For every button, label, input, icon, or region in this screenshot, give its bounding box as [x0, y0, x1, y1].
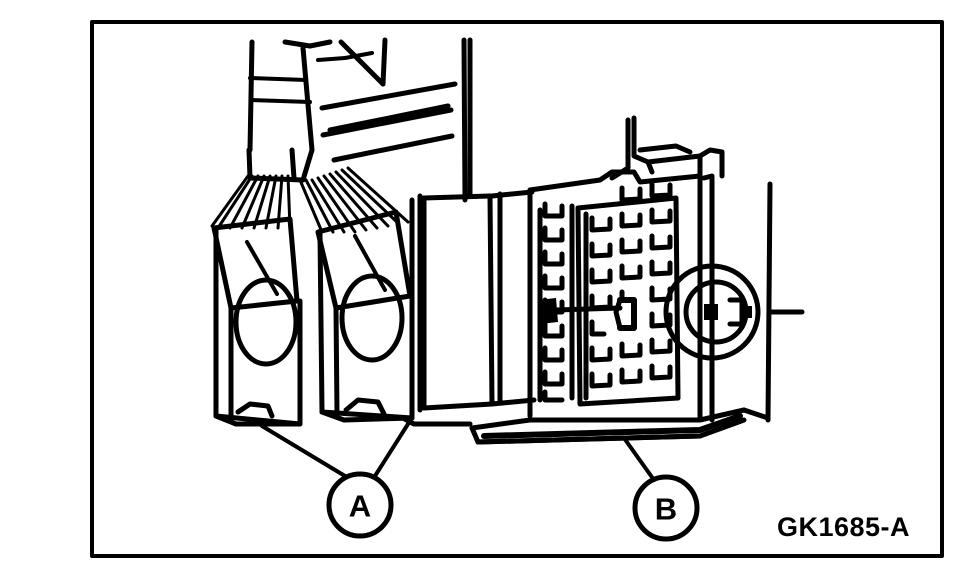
callout-a-circle: [326, 471, 394, 539]
cavity-grid-main: [575, 181, 681, 407]
leader-b-1: [622, 436, 656, 482]
junction-block-housing-left: [400, 189, 537, 427]
latch-window-right: [339, 273, 405, 363]
harness-routing-lines: [246, 37, 473, 203]
leader-a-1: [260, 424, 347, 478]
junction-block-shell: [469, 169, 747, 445]
right-edge-lines: [741, 181, 805, 423]
callout-a-label: A: [349, 489, 371, 524]
callout-b: B: [632, 474, 700, 542]
cavity-column-left: [537, 201, 575, 403]
round-boss: [663, 263, 761, 361]
leader-lines: [260, 422, 656, 482]
figure-code: GK1685-A: [777, 512, 910, 542]
mounting-bracket: [609, 115, 725, 181]
latch-assembly: [538, 297, 637, 331]
callout-b-circle: [632, 474, 700, 542]
leader-a-2: [373, 422, 410, 478]
callout-a: A: [326, 471, 394, 539]
callout-b-label: B: [655, 492, 677, 527]
connector-left: [211, 216, 303, 427]
latch-window-left: [233, 277, 299, 367]
figure-border: [90, 20, 944, 558]
